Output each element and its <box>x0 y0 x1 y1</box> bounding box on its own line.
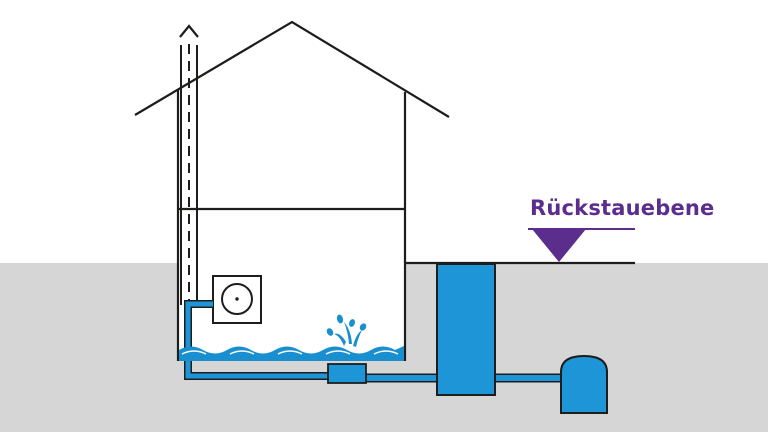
washing-machine-dot <box>235 297 239 301</box>
roof-line <box>134 20 450 118</box>
flood-water-highlight <box>181 350 399 355</box>
flood-water <box>179 346 404 361</box>
backflow-level-label: Rückstauebene <box>530 196 715 220</box>
floor-drain <box>327 363 367 384</box>
vent-arrow-icon <box>179 24 199 38</box>
backflow-level-triangle-icon <box>532 229 586 262</box>
public-sewer <box>560 354 608 414</box>
washer-drain-pipe-fill <box>185 301 330 379</box>
water-splash-icon <box>326 314 367 347</box>
manhole-shaft <box>436 263 496 396</box>
